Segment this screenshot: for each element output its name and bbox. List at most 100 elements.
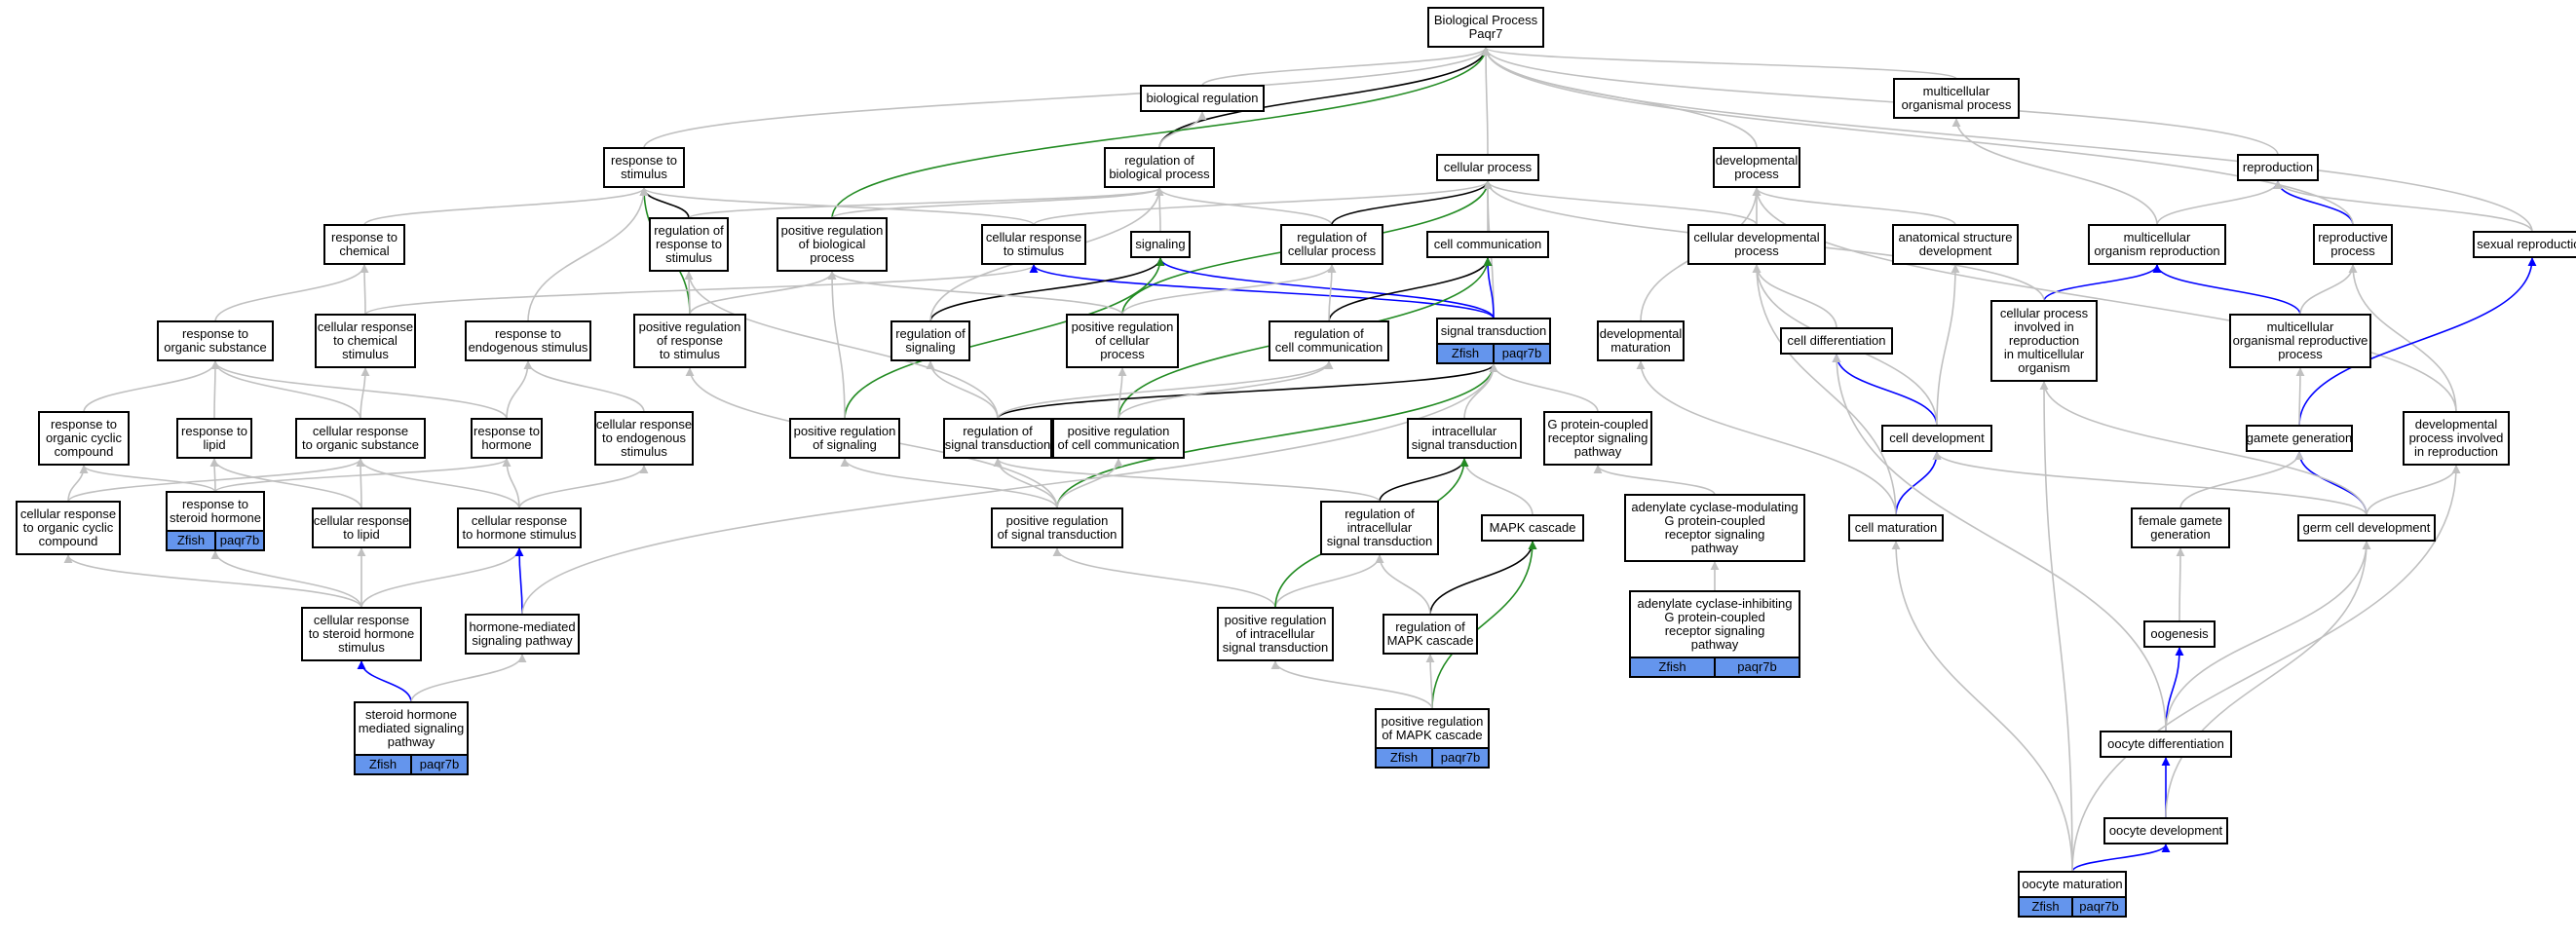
node-label-line: to stimulus — [1004, 244, 1065, 258]
edge-cell-mat-to-dev-mat — [1636, 360, 1897, 516]
edge-germ-dev-to-cell-dev — [1932, 451, 2368, 516]
edge-cp-repro-to-multi-org-repro — [2043, 264, 2162, 302]
edge-line — [2043, 264, 2162, 302]
node-label-line: signaling — [905, 340, 955, 355]
edge-line — [1155, 187, 1333, 226]
node-label-line: Biological Process — [1434, 13, 1538, 27]
gene-tag-cell — [1431, 747, 1490, 769]
edge-dev-proc-repro-to-dev-proc — [1752, 187, 2457, 413]
node-box — [2313, 224, 2393, 265]
node-label: cell maturation — [1855, 520, 1938, 535]
edge-line — [684, 271, 999, 420]
edge-line — [1431, 541, 1537, 710]
node-box — [1881, 425, 1992, 452]
edge-cell-mat-to-cell-dev — [1895, 451, 1942, 516]
node-label-line: response to — [182, 497, 248, 511]
node-oocyte-dev: oocyte development — [2103, 817, 2228, 844]
node-label-line: mediated signaling — [359, 721, 464, 735]
edge-cell-resp-stim-to-cell-proc — [1033, 180, 1493, 226]
node-box — [2473, 231, 2576, 258]
node-label-line: signal transduction — [945, 437, 1050, 452]
node-label-line: to chemical — [333, 333, 398, 348]
node-label-line: to lipid — [343, 527, 380, 542]
node-label: signal transduction — [1441, 323, 1546, 338]
node-label-line: to hormone stimulus — [462, 527, 577, 542]
edge-line — [2294, 451, 2368, 516]
edge-line — [1951, 118, 2158, 226]
edge-reg-cell-proc-to-reg-bp — [1155, 187, 1333, 226]
edge-cell-resp-ster-to-resp-ster — [210, 550, 362, 609]
node-label-line: cellular response — [314, 613, 409, 627]
edge-line — [502, 458, 520, 509]
edge-line — [2039, 381, 2073, 873]
edge-line — [527, 187, 649, 322]
node-box — [890, 320, 970, 361]
edge-line — [1155, 257, 1495, 319]
node-label-line: signal transduction — [1412, 437, 1517, 452]
node-label-line: response to — [182, 326, 248, 341]
edge-line — [209, 458, 362, 509]
node-label-line: regulation of — [1297, 230, 1367, 244]
node-label-line: response to — [331, 230, 398, 244]
edge-pos-reg-sig-trans-to-sig-trans — [1056, 363, 1498, 509]
edge-line — [1481, 47, 1957, 80]
node-label: oocyte development — [2109, 823, 2223, 838]
node-label-line: cellular process — [2000, 306, 2089, 320]
node-label-line: G protein-coupled — [1664, 513, 1764, 528]
node-box — [2131, 507, 2230, 548]
node-box — [295, 418, 426, 459]
node-box — [603, 147, 685, 188]
node-label: sexual reproduction — [2477, 237, 2576, 251]
node-box — [465, 320, 591, 361]
node-label-line: multicellular — [2267, 319, 2334, 334]
edge-line — [1201, 47, 1491, 87]
edge-oocyte-mat-to-oocyte-dev — [2071, 844, 2171, 873]
node-label-line: cellular developmental — [1693, 230, 1819, 244]
edge-reg-mapk-to-mapk — [1429, 541, 1537, 616]
edge-multi-org-repro-to-repro — [2156, 180, 2283, 226]
edge-line — [1379, 458, 1469, 503]
edge-reg-sig-to-signaling — [929, 257, 1165, 322]
edge-line — [1274, 554, 1384, 609]
edge-reg-sig-trans-to-reg-sig — [926, 360, 999, 420]
node-germ-dev: germ cell development — [2297, 514, 2436, 542]
node-label-line: reproduction — [2009, 333, 2079, 348]
node-box — [1597, 320, 1685, 361]
node-label-line: biological regulation — [1147, 91, 1259, 105]
edge-line — [2298, 257, 2537, 427]
node-oogenesis: oogenesis — [2143, 620, 2216, 648]
node-label-line: regulation of — [895, 326, 966, 341]
node-label-line: regulation of — [1345, 507, 1415, 521]
node-label: oocyte maturation — [2022, 877, 2122, 891]
edge-line — [360, 264, 369, 316]
node-box — [1066, 314, 1179, 368]
node-label-line: cell communication — [1275, 340, 1383, 355]
edge-line — [1932, 451, 2368, 516]
node-label-line: compound — [55, 444, 114, 459]
node-box — [1130, 231, 1191, 258]
edge-resp-lipid-to-resp-org-sub — [210, 360, 220, 420]
gene-tag: paqr7b — [220, 533, 259, 547]
edge-line — [1891, 541, 2073, 873]
edge-ster-med-to-horm-med — [410, 654, 527, 703]
node-label-line: intracellular — [1432, 424, 1497, 438]
edge-cell-resp-horm-to-cell-resp-endo — [518, 465, 649, 509]
edge-line — [1056, 458, 1123, 509]
